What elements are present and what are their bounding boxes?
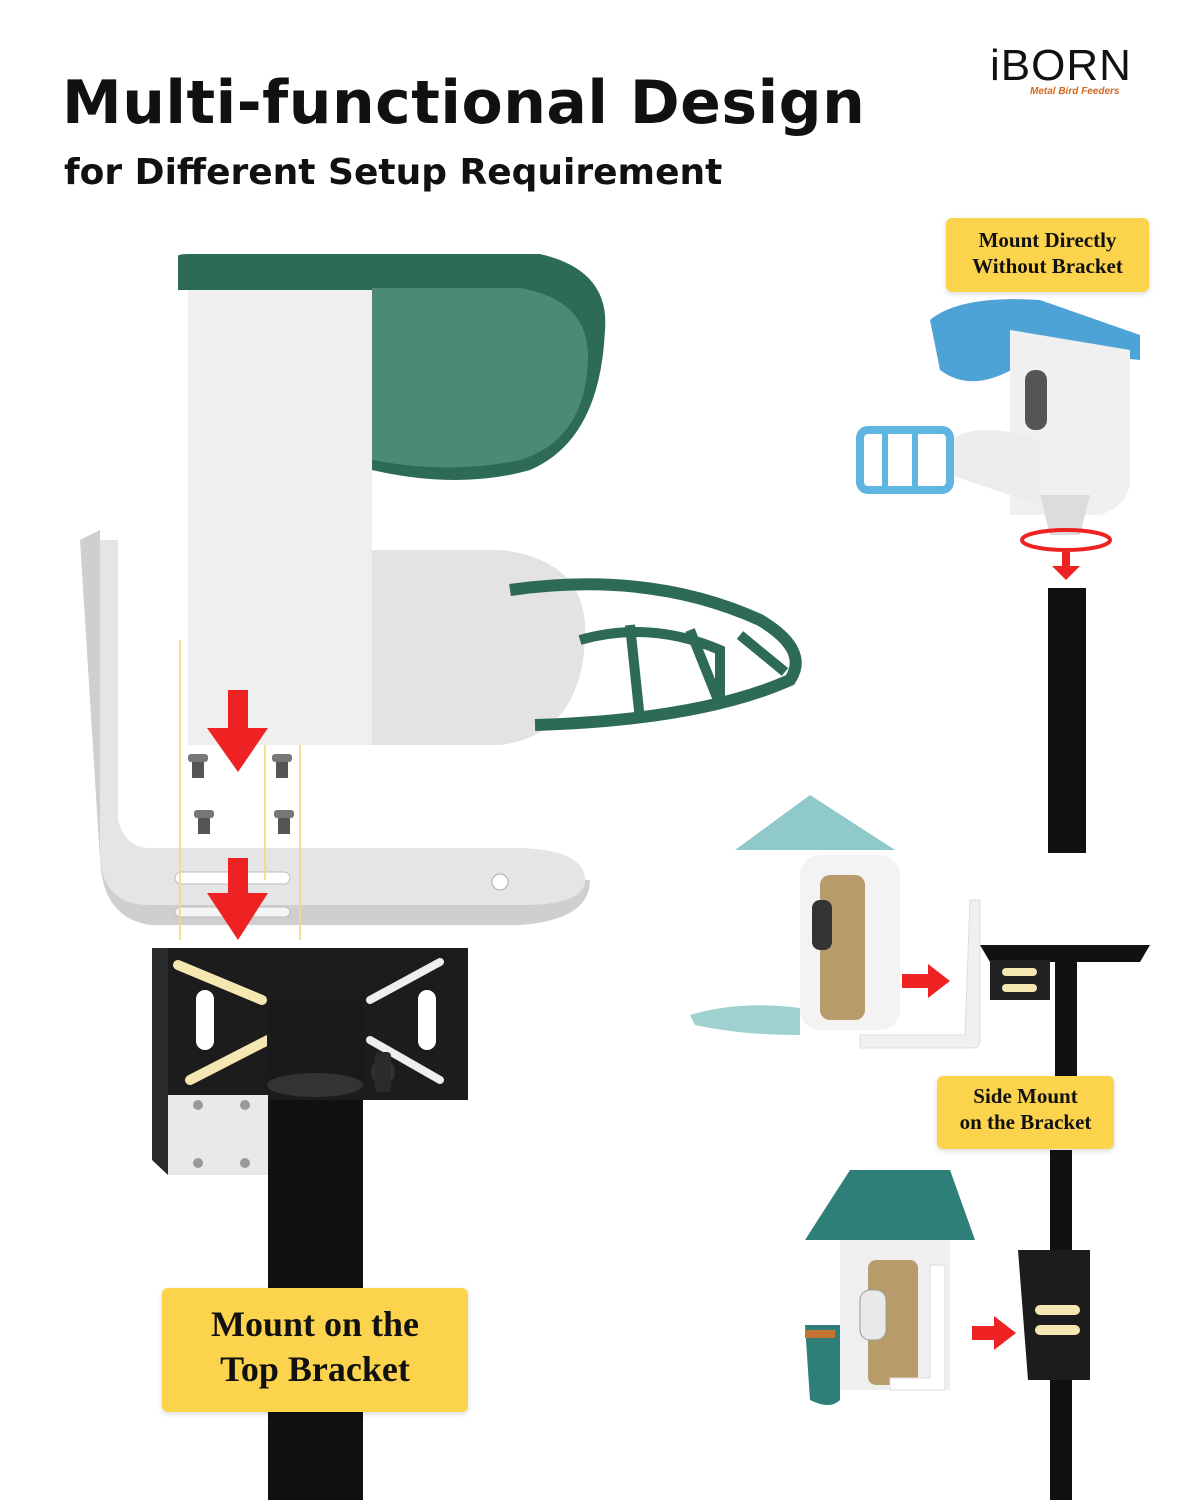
brand-logo: iBORN Metal Bird Feeders — [990, 41, 1160, 98]
brand-name: iBORN — [990, 41, 1132, 90]
side-mount-illustration-2 — [805, 1150, 1090, 1500]
direct-pole — [1048, 588, 1086, 853]
page-subtitle: for Different Setup Requirement — [64, 152, 723, 193]
brand-tagline: Metal Bird Feeders — [1030, 86, 1120, 97]
rotate-arrow — [1020, 528, 1112, 552]
down-arrow-direct — [1052, 552, 1080, 580]
down-arrow-lower — [207, 858, 268, 940]
label-mount-directly-line1: Mount Directly — [978, 228, 1117, 252]
label-side-mount: Side Mount on the Bracket — [937, 1076, 1114, 1149]
right-arrow-2 — [972, 1316, 1016, 1350]
mint-feeder — [690, 795, 900, 1035]
right-arrow-1 — [902, 964, 950, 998]
label-side-mount-line1: Side Mount — [973, 1084, 1078, 1108]
main-pole — [268, 1040, 363, 1500]
side-bracket-black-2 — [1018, 1250, 1090, 1380]
direct-mount-illustration — [856, 299, 1140, 853]
label-side-mount-line2: on the Bracket — [959, 1110, 1092, 1135]
label-top-bracket-line2: Top Bracket — [220, 1349, 410, 1389]
label-top-bracket-line1: Mount on the — [210, 1304, 420, 1344]
side-mount-illustration-1 — [690, 795, 1150, 1090]
side-bracket-white — [859, 899, 981, 1049]
down-arrow-upper — [207, 690, 268, 772]
blue-feeder — [856, 299, 1140, 535]
label-mount-directly-line2: Without Bracket — [972, 254, 1123, 279]
teal-feeder — [805, 1170, 975, 1405]
mounting-screws — [188, 754, 294, 834]
label-mount-directly: Mount Directly Without Bracket — [946, 218, 1149, 292]
page-title: Multi-functional Design — [62, 68, 866, 138]
label-top-bracket: Mount on the Top Bracket — [162, 1288, 468, 1412]
side-bracket-black-1 — [980, 945, 1150, 1090]
green-feeder — [178, 254, 802, 745]
